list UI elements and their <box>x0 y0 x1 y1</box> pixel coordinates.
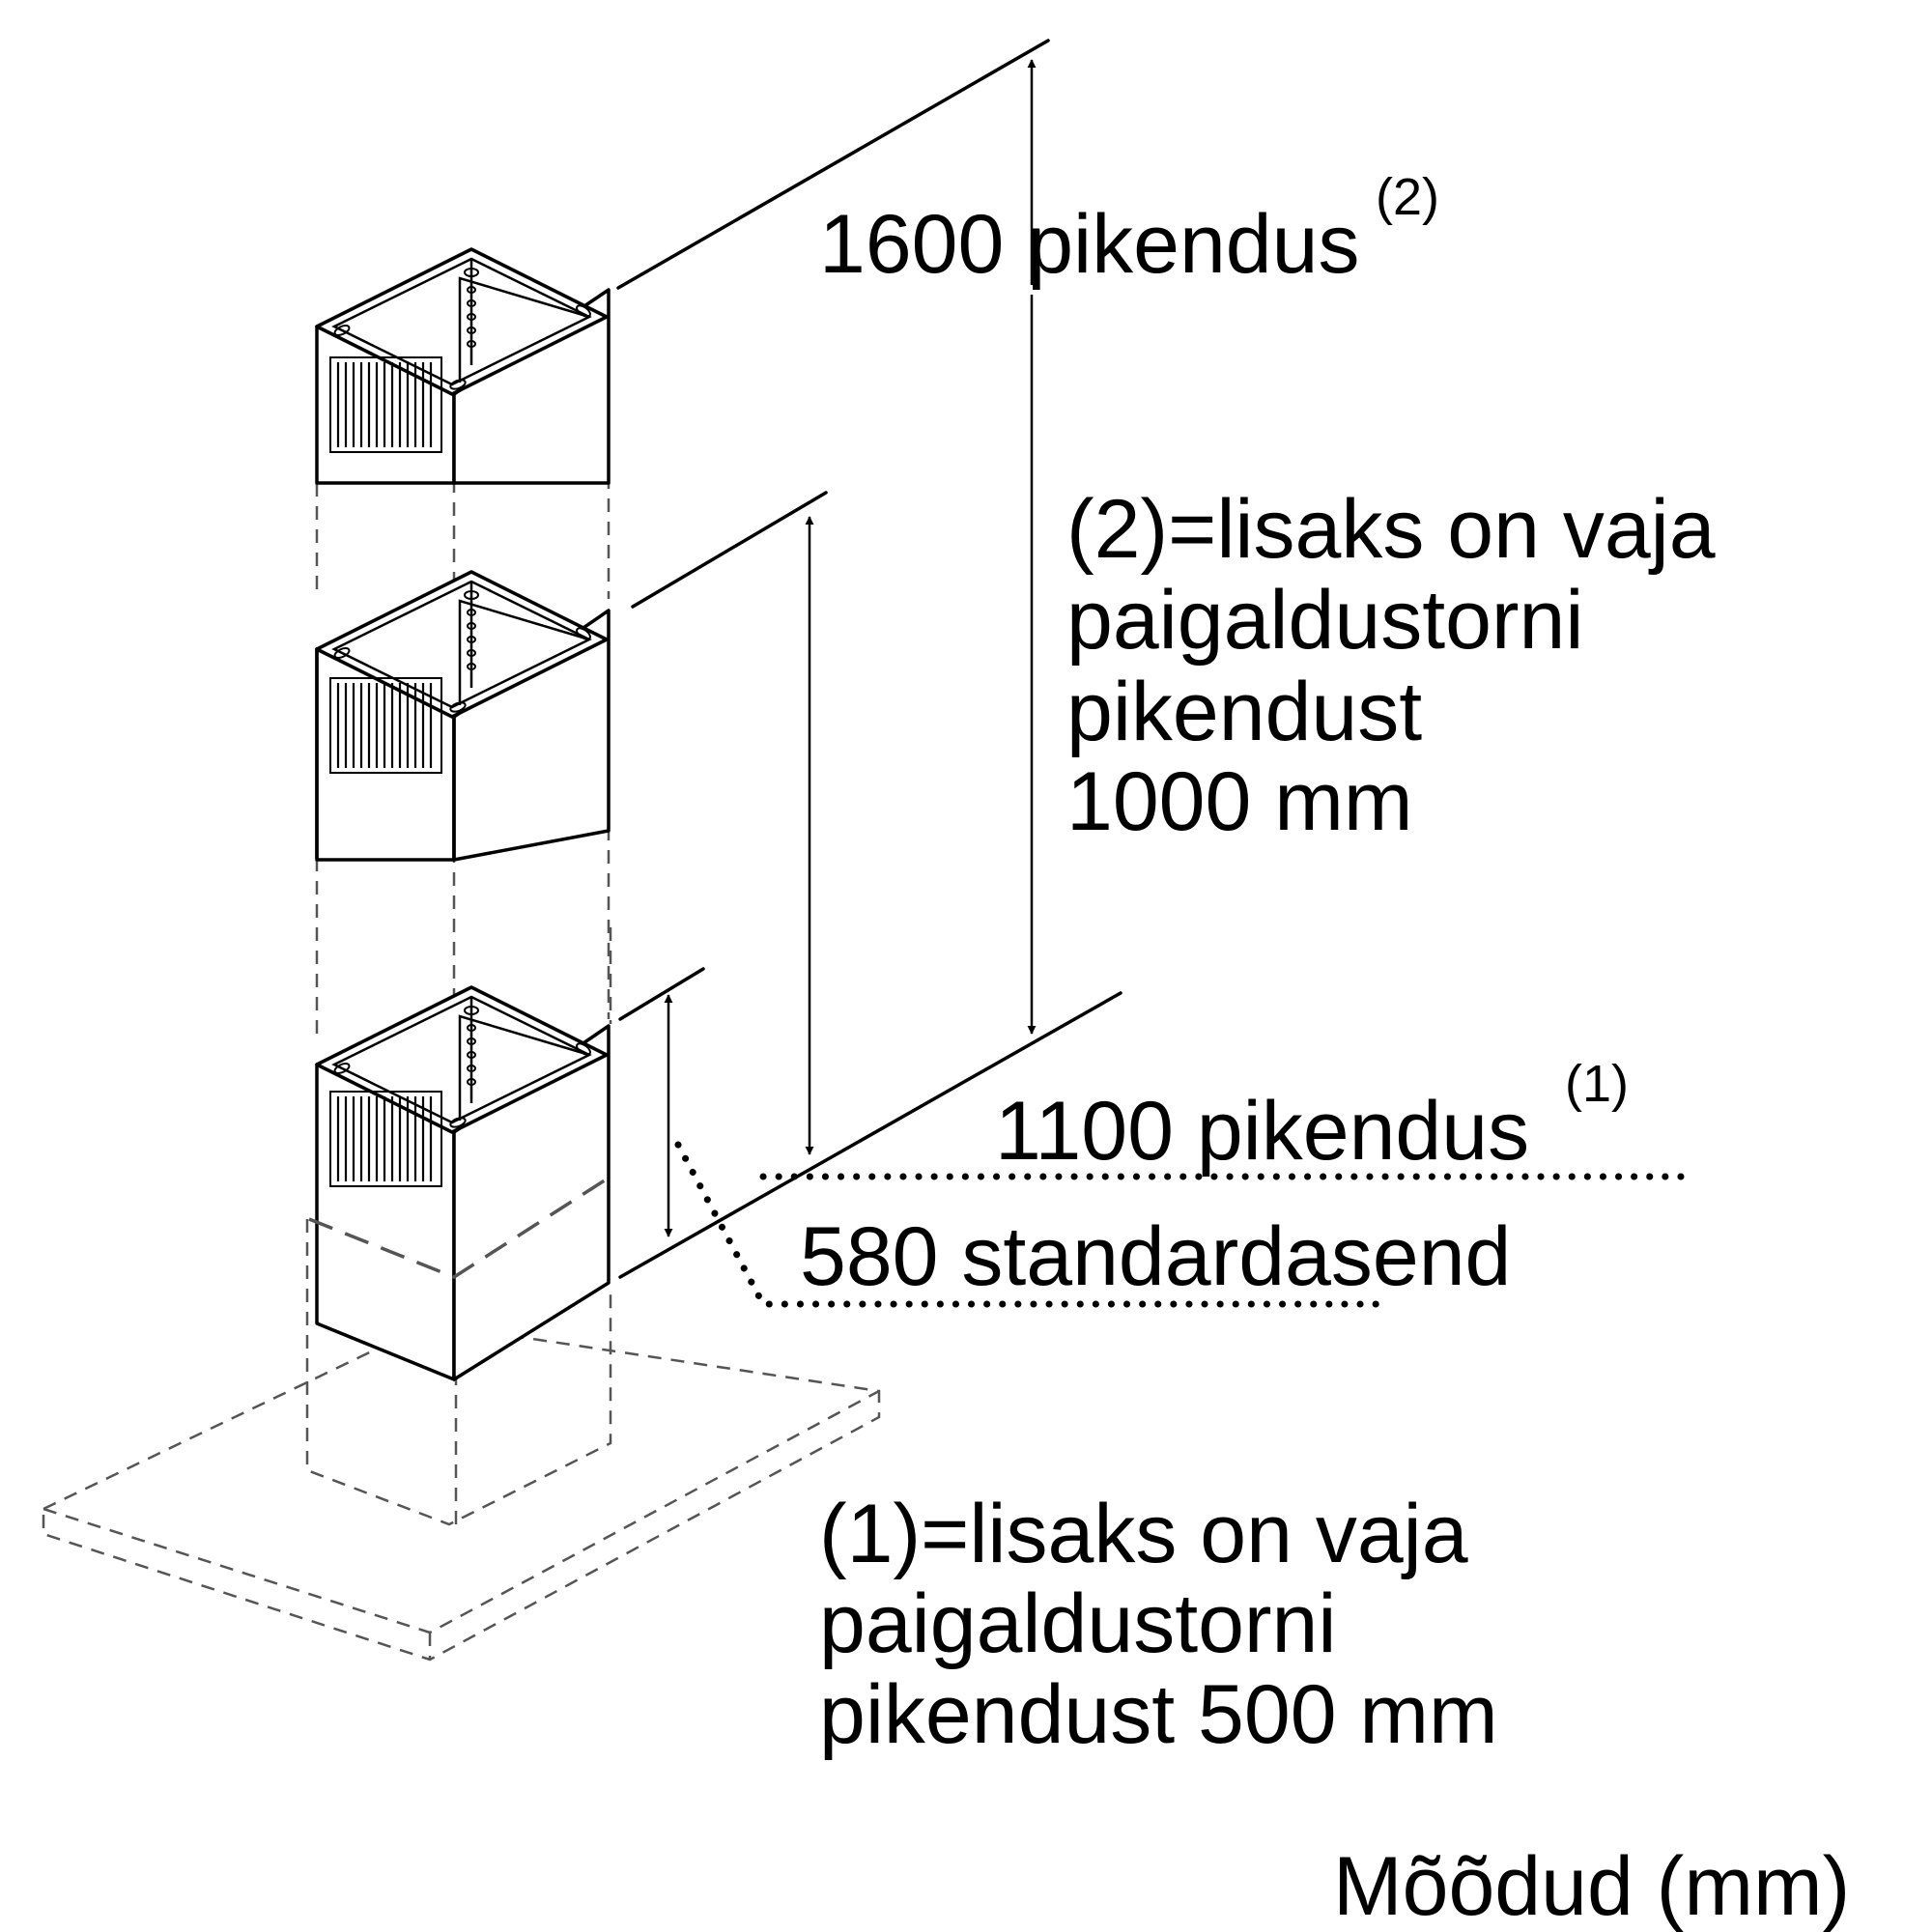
label-ext-1100: 1100 pikendus <box>995 1085 1529 1178</box>
chimney-section-middle <box>315 570 611 862</box>
note2-line2: paigaldustorni <box>1066 574 1583 667</box>
extension-lines <box>616 39 1122 1279</box>
note2-line1: (2)=lisaks on vaja <box>1066 483 1716 576</box>
labels: 1600 pikendus (2) (2)=lisaks on vaja pai… <box>800 168 1850 1932</box>
units-label: Mõõdud (mm) <box>1333 1840 1850 1932</box>
dimension-arrows <box>664 59 1037 1237</box>
note1-line1: (1)=lisaks on vaja <box>819 1488 1468 1580</box>
note2-line3: pikendust <box>1066 666 1422 758</box>
note1-line3: pikendust 500 mm <box>819 1668 1498 1761</box>
note1-line2: paigaldustorni <box>819 1577 1336 1670</box>
chimney-section-top <box>315 247 611 485</box>
label-ext-1600-note: (2) <box>1376 168 1439 226</box>
label-ext-1100-note: (1) <box>1565 1055 1629 1113</box>
note2-line4: 1000 mm <box>1066 755 1413 848</box>
label-ext-1600: 1600 pikendus <box>819 198 1359 291</box>
label-std-580: 580 standardasend <box>800 1210 1511 1303</box>
chimney-section-bottom <box>308 985 611 1381</box>
dotted-leaders <box>674 1141 1694 1308</box>
